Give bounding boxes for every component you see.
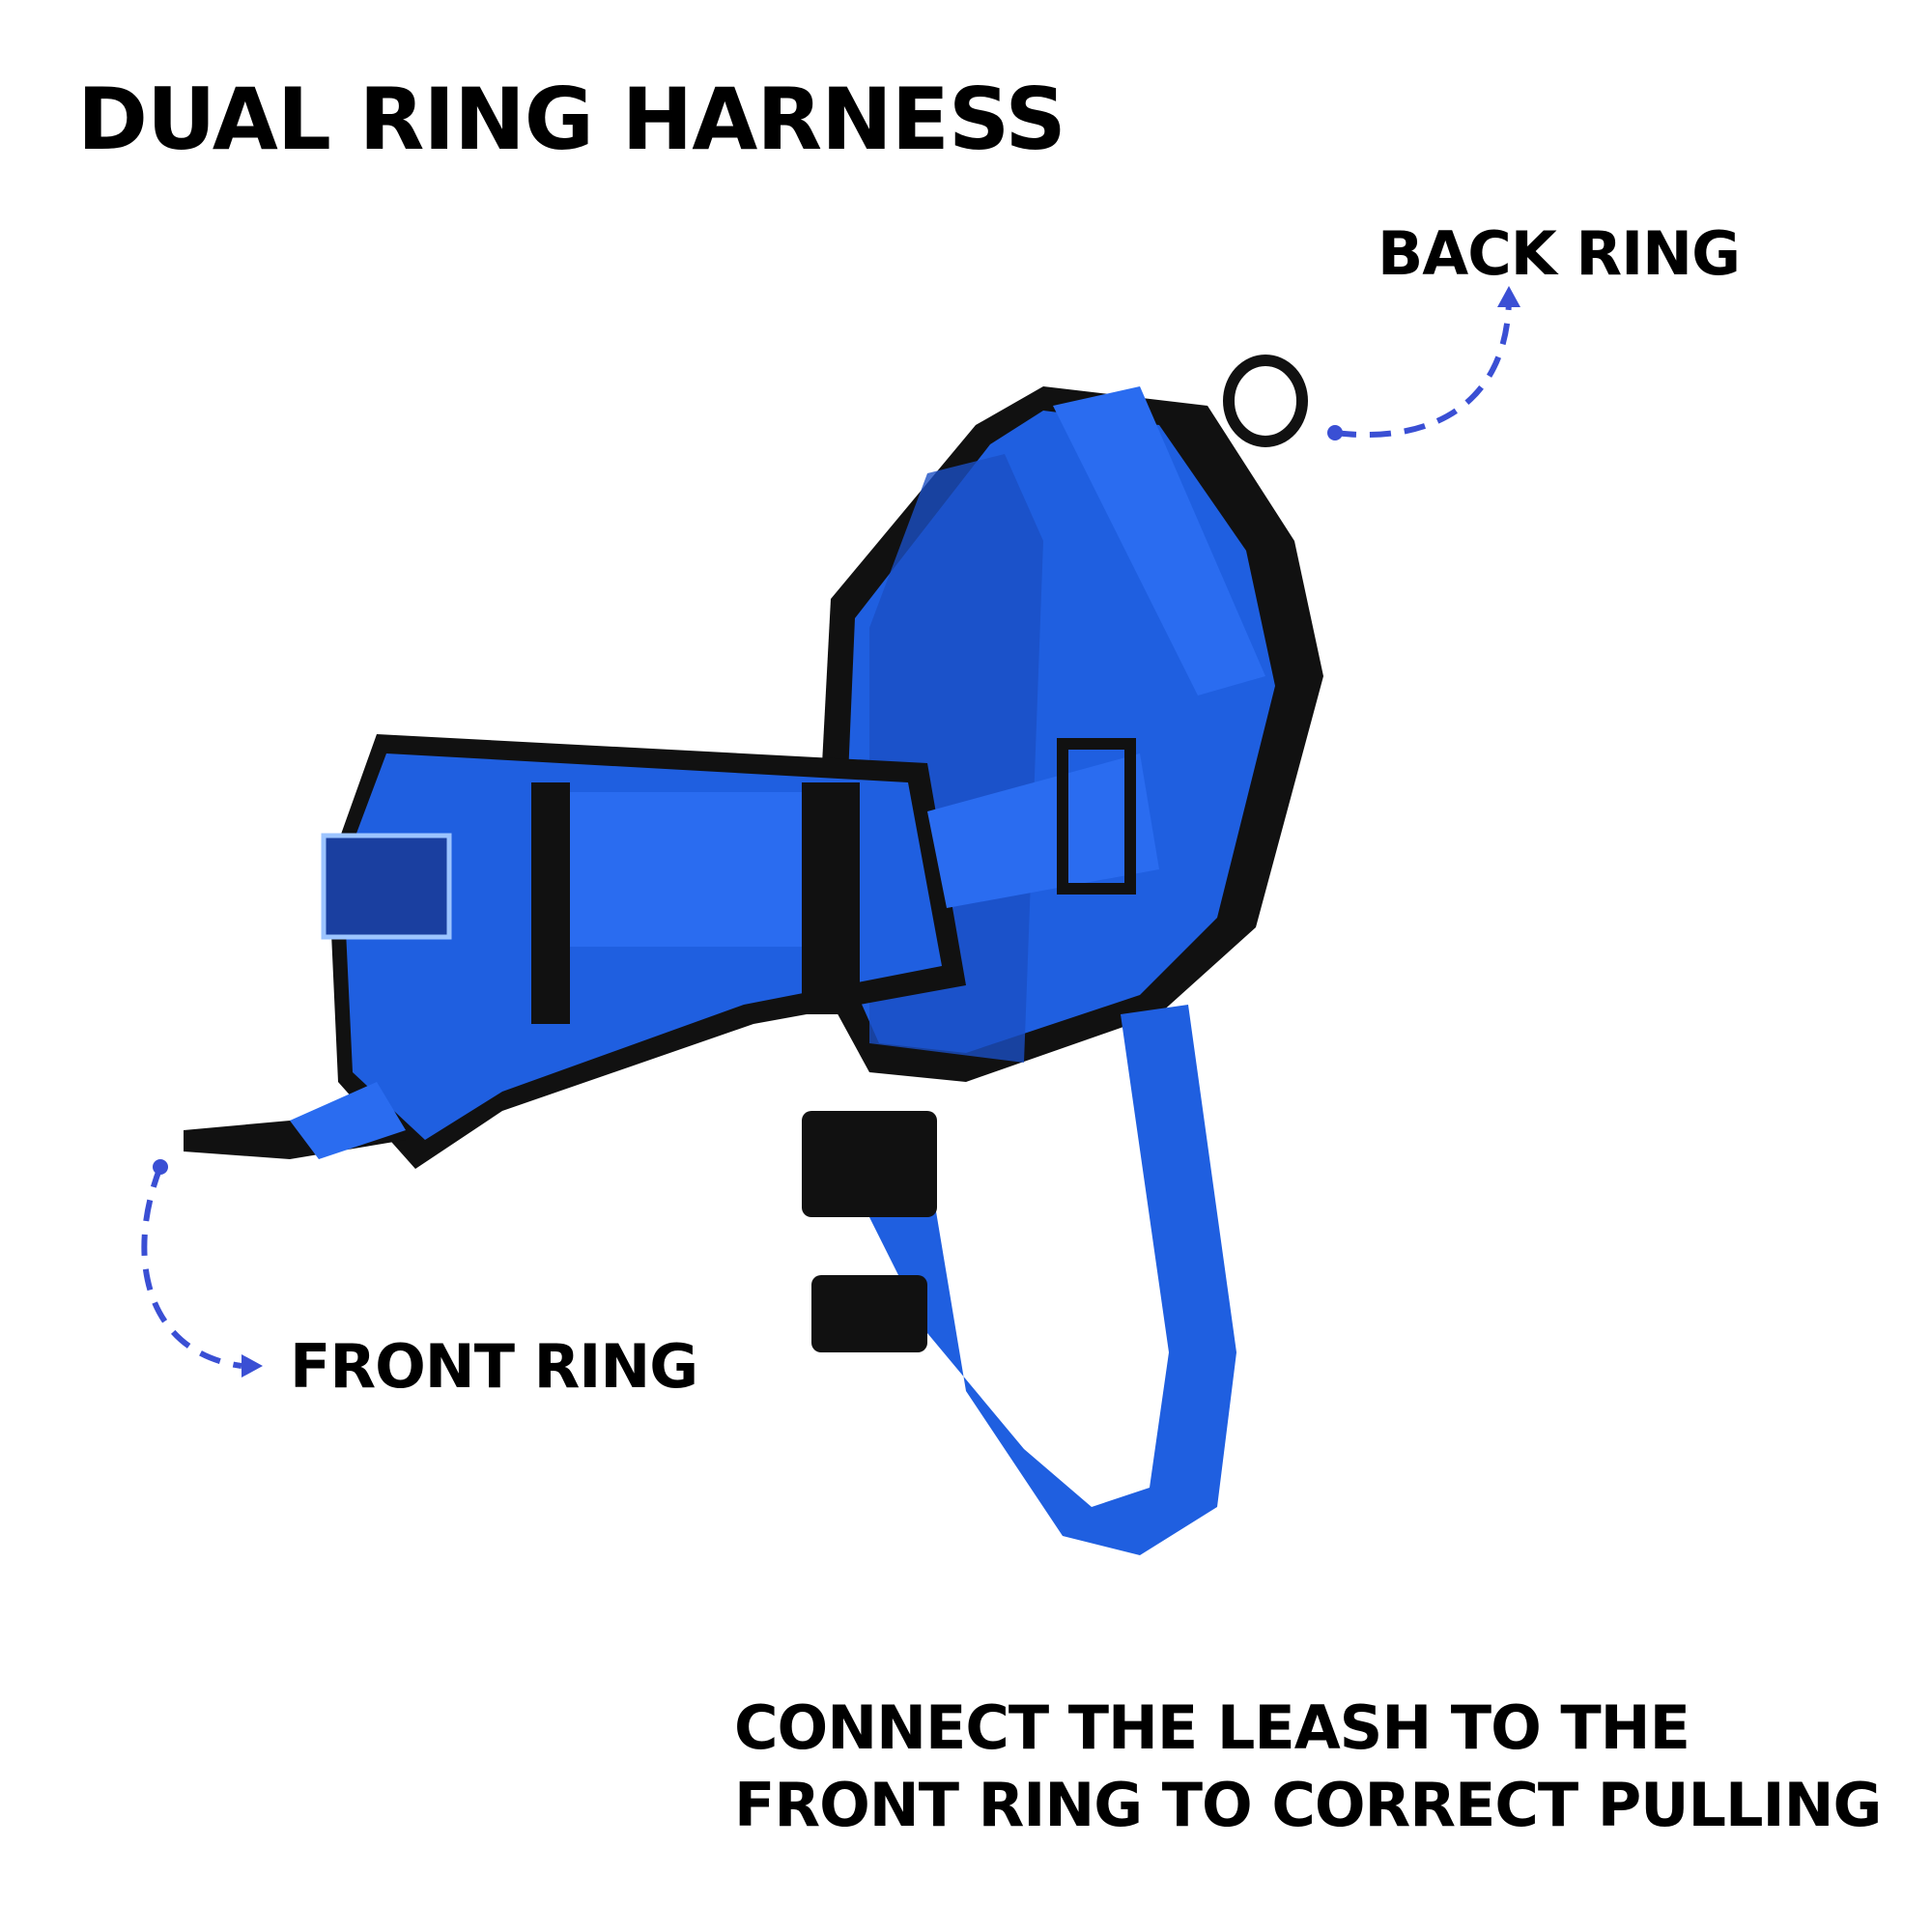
front-ring-arrow-icon [141,1165,242,1369]
caption-line-1: CONNECT THE LEASH TO THE [734,1692,1690,1763]
harness-image [184,355,1323,1555]
front-ring-dot [153,1159,168,1175]
brand-logo [321,833,452,940]
back-ring-label: BACK RING [1378,218,1741,289]
back-arrowhead-icon [1497,286,1520,307]
page-title: DUAL RING HARNESS [77,70,1066,169]
back-ring-arrow-icon [1334,298,1512,439]
back-ring-dot [1327,425,1343,440]
front-arrowhead-icon [242,1354,263,1378]
front-ring-label: FRONT RING [290,1331,698,1402]
caption-line-2: FRONT RING TO CORRECT PULLING [734,1770,1882,1840]
